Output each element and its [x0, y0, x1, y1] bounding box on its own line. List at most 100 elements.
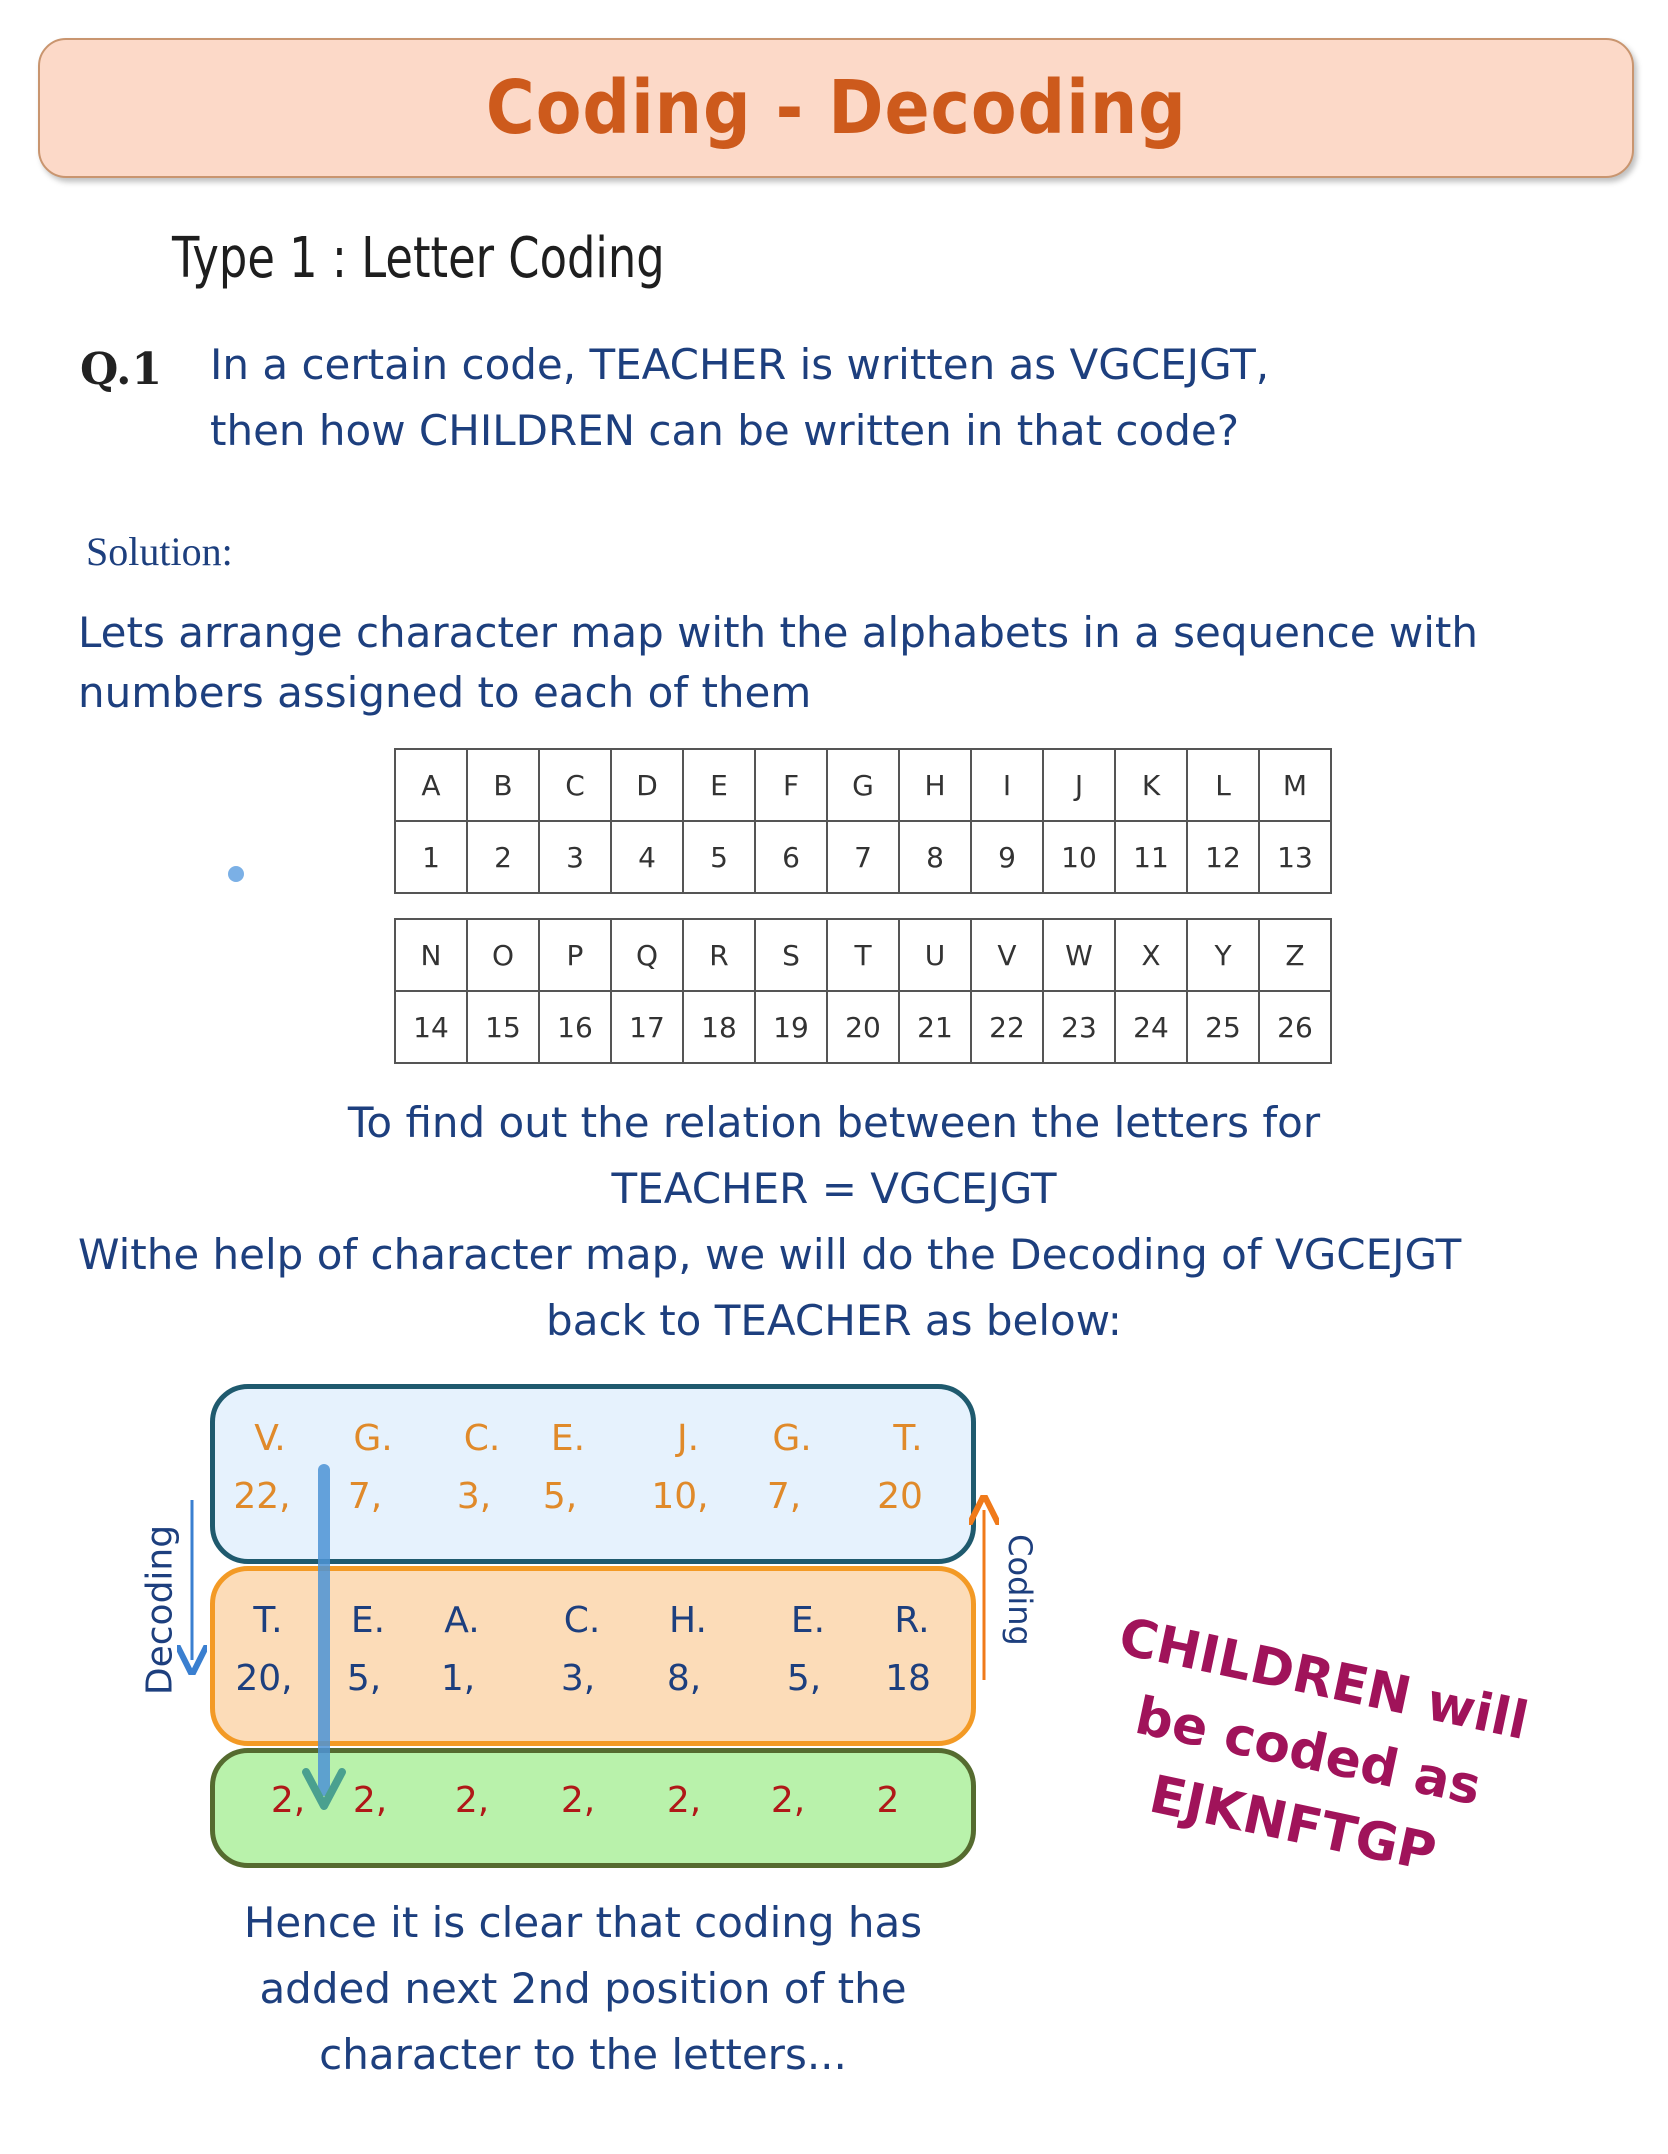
charmap-letter-cell: S — [754, 918, 828, 992]
plain-letter: T. — [253, 1600, 283, 1641]
charmap-number-cell: 2 — [466, 820, 540, 894]
difference-value: 2 — [876, 1780, 900, 1821]
page-title: Coding - Decoding — [485, 65, 1187, 151]
charmap-letter-cell: X — [1114, 918, 1188, 992]
plain-letter: H. — [669, 1600, 707, 1641]
plain-number: 3, — [560, 1658, 596, 1699]
charmap-letter-cell: N — [394, 918, 468, 992]
charmap-number-cell: 6 — [754, 820, 828, 894]
difference-value: 2, — [770, 1780, 806, 1821]
charmap-number-cell: 8 — [898, 820, 972, 894]
coded-number: 10, — [651, 1476, 709, 1517]
conclusion-line-3: character to the letters... — [319, 2030, 847, 2079]
relation-line-4: back to TEACHER as below: — [546, 1296, 1122, 1345]
plain-number: 5, — [346, 1658, 382, 1699]
coded-number: 20 — [877, 1476, 923, 1517]
coded-letter: G. — [353, 1418, 393, 1459]
charmap-letter-cell: G — [826, 748, 900, 822]
charmap-letter-cell: T — [826, 918, 900, 992]
plain-number: 5, — [786, 1658, 822, 1699]
difference-value: 2, — [560, 1780, 596, 1821]
charmap-letter-cell: K — [1114, 748, 1188, 822]
charmap-letter-cell: U — [898, 918, 972, 992]
coded-number: 22, — [233, 1476, 291, 1517]
plain-letter: R. — [894, 1600, 930, 1641]
charmap-number-cell: 4 — [610, 820, 684, 894]
plain-number: 20, — [235, 1658, 293, 1699]
relation-line-3: Withe help of character map, we will do … — [78, 1230, 1462, 1279]
charmap-number-cell: 23 — [1042, 990, 1116, 1064]
charmap-number-cell: 9 — [970, 820, 1044, 894]
plain-letters-box — [210, 1566, 976, 1746]
charmap-number-cell: 7 — [826, 820, 900, 894]
charmap-letter-cell: O — [466, 918, 540, 992]
charmap-number-cell: 3 — [538, 820, 612, 894]
difference-value: 2, — [270, 1780, 306, 1821]
charmap-number-cell: 10 — [1042, 820, 1116, 894]
charmap-number-cell: 26 — [1258, 990, 1332, 1064]
charmap-number-cell: 20 — [826, 990, 900, 1064]
charmap-number-cell: 17 — [610, 990, 684, 1064]
coded-letters-box — [210, 1384, 976, 1564]
charmap-letter-cell: R — [682, 918, 756, 992]
plain-number: 18 — [885, 1658, 931, 1699]
charmap-letter-cell: I — [970, 748, 1044, 822]
charmap-letter-cell: D — [610, 748, 684, 822]
relation-line-1: To find out the relation between the let… — [347, 1098, 1321, 1147]
coded-number: 7, — [766, 1476, 802, 1517]
coding-label: Coding — [1001, 1534, 1039, 1646]
charmap-letter-cell: Y — [1186, 918, 1260, 992]
difference-box — [210, 1748, 976, 1868]
coded-number: 3, — [456, 1476, 492, 1517]
charmap-letter-cell: B — [466, 748, 540, 822]
plain-letter: E. — [790, 1600, 826, 1641]
charmap-number-cell: 25 — [1186, 990, 1260, 1064]
charmap-letter-cell: L — [1186, 748, 1260, 822]
plain-number: 1, — [440, 1658, 476, 1699]
charmap-letter-cell: A — [394, 748, 468, 822]
charmap-number-cell: 14 — [394, 990, 468, 1064]
decoding-label-container: Decoding — [130, 1520, 190, 1700]
highlight-arrow-head-icon — [302, 1768, 346, 1810]
coded-letter: V. — [254, 1418, 286, 1459]
relation-line-2: TEACHER = VGCEJGT — [611, 1164, 1057, 1213]
charmap-number-cell: 1 — [394, 820, 468, 894]
type-heading: Type 1 : Letter Coding — [172, 226, 665, 291]
coding-label-container: Coding — [990, 1510, 1050, 1670]
charmap-letter-cell: C — [538, 748, 612, 822]
charmap-number-cell: 19 — [754, 990, 828, 1064]
difference-value: 2, — [352, 1780, 388, 1821]
coded-letter: G. — [772, 1418, 812, 1459]
decoding-label: Decoding — [139, 1524, 181, 1696]
charmap-number-cell: 24 — [1114, 990, 1188, 1064]
charmap-letter-cell: F — [754, 748, 828, 822]
charmap-letter-cell: E — [682, 748, 756, 822]
plain-letter: A. — [444, 1600, 480, 1641]
coded-number: 7, — [347, 1476, 383, 1517]
plain-letter: E. — [350, 1600, 386, 1641]
charmap-letter-cell: W — [1042, 918, 1116, 992]
charmap-letter-cell: Z — [1258, 918, 1332, 992]
charmap-letter-cell: H — [898, 748, 972, 822]
difference-value: 2, — [454, 1780, 490, 1821]
coded-letter: E. — [550, 1418, 586, 1459]
charmap-number-cell: 12 — [1186, 820, 1260, 894]
charmap-letter-cell: M — [1258, 748, 1332, 822]
conclusion-line-2: added next 2nd position of the — [259, 1964, 907, 2013]
charmap-number-cell: 16 — [538, 990, 612, 1064]
intro-line-1: Lets arrange character map with the alph… — [78, 608, 1479, 657]
charmap-number-cell: 15 — [466, 990, 540, 1064]
question-label: Q.1 — [80, 344, 163, 395]
coded-letter: C. — [463, 1418, 501, 1459]
charmap-letter-cell: Q — [610, 918, 684, 992]
coded-number: 5, — [542, 1476, 578, 1517]
charmap-letter-cell: P — [538, 918, 612, 992]
coded-letter: J. — [676, 1418, 700, 1459]
